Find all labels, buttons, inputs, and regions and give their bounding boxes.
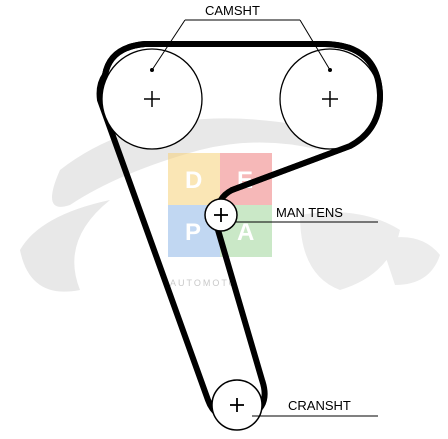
crankshaft-pulley — [211, 379, 263, 431]
tensioner-pulley — [204, 198, 238, 232]
depa-letter-a: A — [237, 219, 254, 246]
camshaft-label: CAMSHT — [205, 3, 260, 18]
depa-tile-d — [168, 153, 220, 205]
depa-subtitle: AUTOMOTO — [170, 278, 238, 288]
depa-letter-d: D — [185, 167, 202, 194]
camshaft-leader-lines — [150, 19, 332, 72]
crankshaft-label: CRANSHT — [288, 398, 351, 413]
gates-watermark — [20, 118, 440, 292]
depa-letter-p: P — [185, 219, 201, 246]
belt-top-span — [102, 41, 383, 193]
camshaft-pulley-left — [101, 48, 203, 150]
depa-watermark: D E P A — [168, 153, 272, 257]
tensioner-label: MAN TENS — [276, 205, 343, 220]
